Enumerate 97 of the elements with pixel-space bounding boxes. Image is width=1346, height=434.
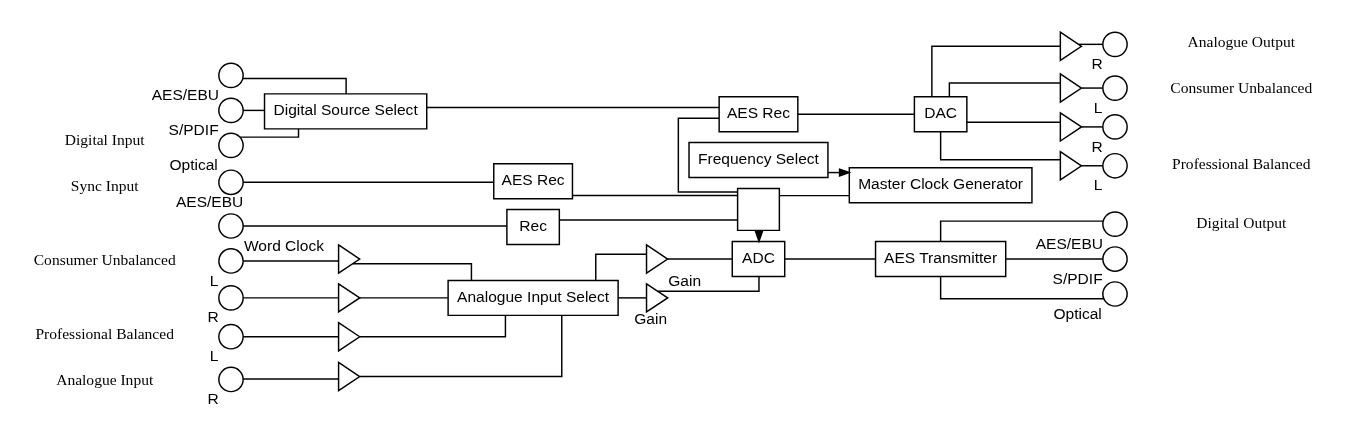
node-label: Optical: [1053, 304, 1102, 322]
node-label: R: [207, 389, 219, 407]
node-circle: [218, 323, 244, 350]
node-label: Word Clock: [243, 236, 324, 254]
connector: [617, 296, 648, 299]
node-label: R: [1091, 136, 1103, 154]
connector: [1080, 164, 1104, 166]
node-label: AES/EBU: [1035, 234, 1104, 252]
connector: [667, 257, 733, 260]
connector: [242, 224, 508, 227]
connector: [966, 121, 1062, 123]
node-circle: [218, 284, 244, 311]
node-circle: [1102, 280, 1128, 307]
node-triangle: [1059, 72, 1083, 103]
connector: [571, 194, 739, 196]
label: Consumer Unbalanced: [33, 250, 176, 268]
connector: [797, 113, 916, 115]
node-label: AES/EBU: [151, 85, 220, 103]
node-circle: [218, 212, 244, 239]
node-box: ADC: [731, 240, 786, 277]
connector: [784, 257, 876, 260]
connector: [1077, 43, 1104, 45]
node-circle: [1102, 152, 1128, 179]
connector: [939, 219, 1104, 242]
connector: [242, 296, 340, 299]
node-circle: [218, 132, 244, 158]
node-circle: [1102, 245, 1128, 272]
node-circle: [1102, 210, 1128, 237]
label: Analogue Output: [1187, 32, 1295, 50]
node-label: AES/EBU: [175, 192, 244, 210]
node-triangle: [337, 281, 362, 313]
connector: [677, 116, 739, 193]
node-circle: [218, 247, 244, 274]
node-box: AES Rec: [718, 95, 799, 132]
connector: [595, 253, 648, 281]
connector: [242, 181, 495, 183]
node-label: L: [209, 346, 219, 364]
connector: [359, 296, 449, 299]
node-label: Optical: [169, 155, 218, 173]
connector: [1080, 86, 1104, 89]
node-circle: [218, 62, 244, 88]
label: Digital Output: [1196, 213, 1287, 231]
label: Sync Input: [70, 176, 139, 194]
label: Analogue Input: [56, 370, 154, 388]
node-label: S/PDIF: [168, 120, 219, 138]
connector: [1005, 257, 1104, 260]
node-box: Analogue Input Select: [447, 279, 619, 316]
connector: [239, 127, 300, 138]
node-triangle: [645, 281, 669, 313]
node-triangle: [645, 243, 669, 274]
node-label: S/PDIF: [1052, 269, 1103, 287]
connector: [939, 130, 1061, 160]
node-circle: [218, 366, 244, 392]
connector: [426, 106, 720, 108]
node-circle: [1102, 74, 1128, 101]
node-triangle: [1059, 110, 1083, 142]
node-box: Master Clock Generator: [848, 166, 1033, 203]
node-label: R: [1091, 54, 1103, 72]
node-box: AES Rec: [493, 162, 574, 200]
node-box: AES Transmitter: [874, 240, 1007, 277]
node-triangle: [1059, 149, 1083, 181]
node-triangle: [337, 360, 362, 392]
label: Digital Input: [64, 130, 145, 148]
node-box: Frequency Select: [688, 141, 829, 178]
node-label: L: [1093, 98, 1103, 116]
node-triangle: [1059, 30, 1083, 62]
node-label: L: [1093, 175, 1103, 193]
connector: [931, 45, 1061, 97]
node-box: Rec: [506, 208, 561, 245]
node-label: R: [207, 307, 219, 325]
node-label: L: [209, 271, 219, 289]
arrow: [754, 230, 764, 243]
connector: [242, 259, 340, 262]
node-box: DAC: [913, 95, 968, 132]
connector: [359, 314, 563, 377]
connector: [939, 275, 1105, 299]
node-box: Digital Source Select: [263, 92, 428, 130]
node-circle: [1102, 113, 1128, 140]
connector: [1080, 125, 1104, 128]
connector: [242, 335, 340, 337]
connector: [558, 218, 739, 221]
connector: [948, 81, 1061, 97]
connector: [359, 314, 507, 337]
connector: [242, 377, 340, 380]
node-circle: [218, 168, 244, 195]
connector: [352, 262, 473, 281]
node-triangle: [337, 320, 362, 352]
connector: [778, 194, 850, 196]
connector: [242, 109, 266, 111]
node-circle: [1102, 30, 1128, 57]
node-label: Gain: [668, 271, 702, 289]
label: Professional Balanced: [35, 324, 174, 342]
label: Consumer Unbalanced: [1170, 78, 1313, 96]
node-label: Gain: [634, 309, 668, 327]
label: Professional Balanced: [1172, 154, 1311, 172]
node-triangle: [337, 243, 362, 274]
node-circle: [218, 97, 244, 123]
